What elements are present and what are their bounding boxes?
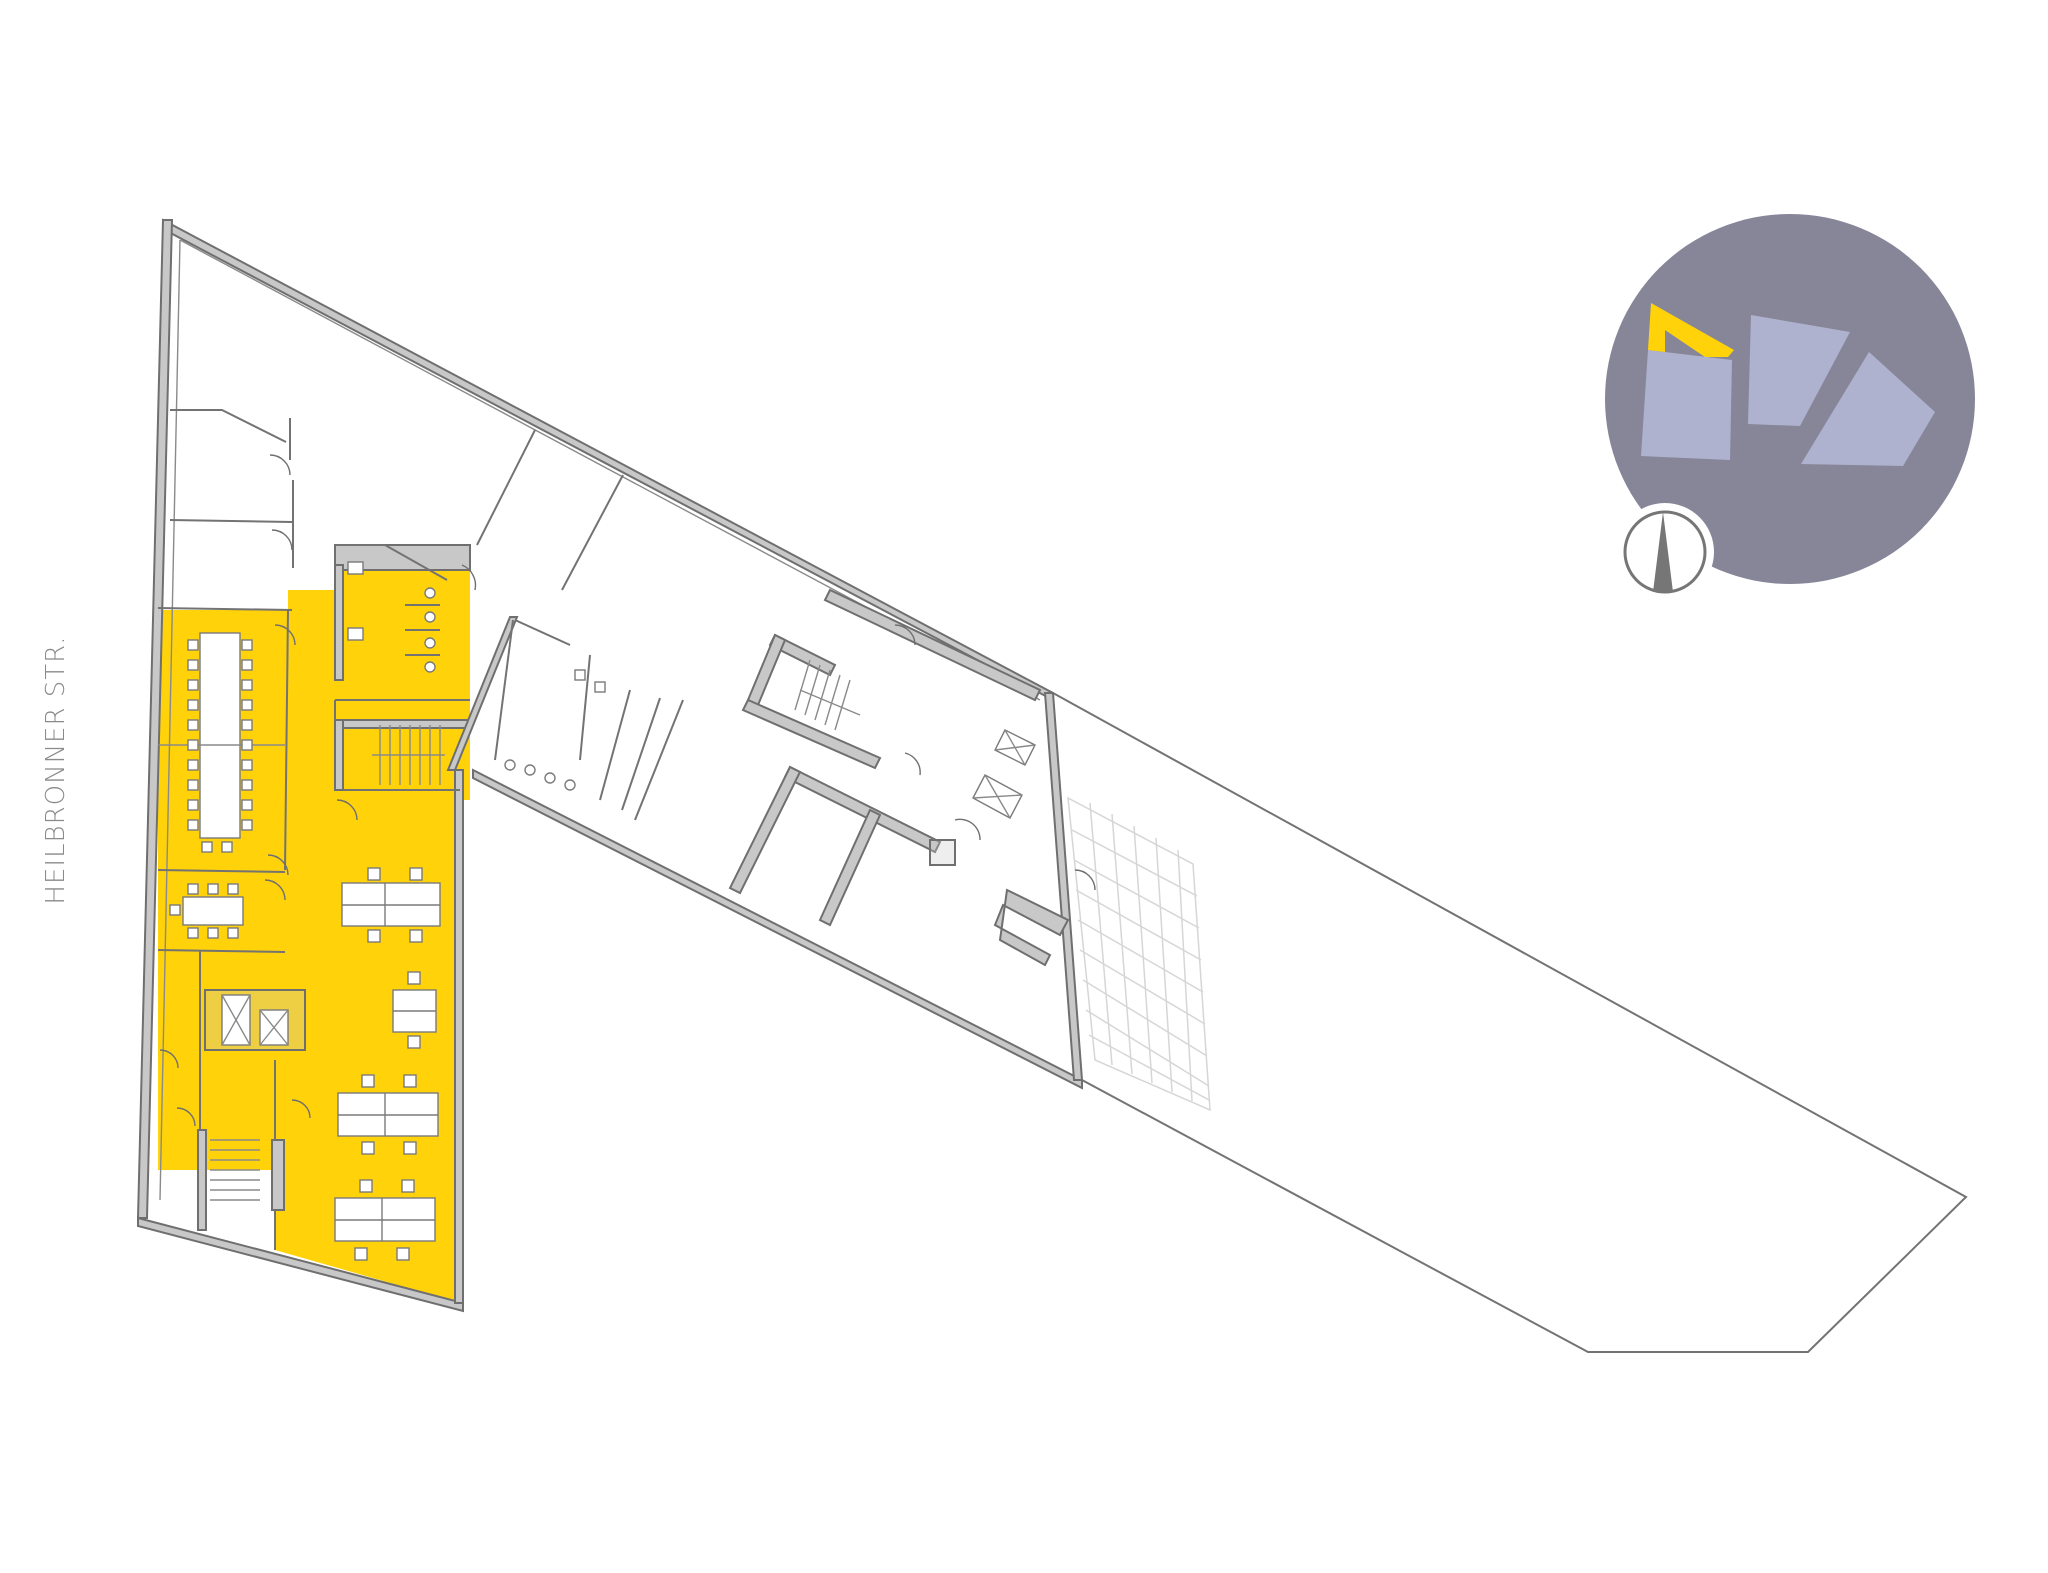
key-plan-block-middle — [1748, 315, 1850, 426]
conference-room-large — [158, 632, 285, 853]
exterior-walls — [136, 218, 1084, 1313]
restroom-core — [334, 544, 471, 681]
elevators-south — [204, 989, 306, 1051]
terrace-grid — [1067, 796, 1211, 1112]
stairwell-north — [334, 719, 471, 791]
doors — [159, 454, 1096, 1127]
stairwell-south — [197, 1129, 285, 1231]
conference-room-small — [169, 883, 244, 939]
chairs — [187, 639, 253, 853]
key-plan-highlight — [1648, 303, 1734, 357]
elevators-east — [972, 729, 1036, 819]
north-arrow-icon — [1653, 512, 1673, 592]
key-plan — [1605, 214, 1975, 584]
street-label: HEILBRONNER STR. — [41, 635, 71, 905]
southeast-rooms — [728, 765, 1070, 967]
key-plan-block-left — [1641, 350, 1732, 460]
open-office-desks — [334, 867, 441, 1261]
east-wing-interior — [446, 429, 684, 821]
compass — [1616, 503, 1714, 601]
site-outline — [1052, 692, 1968, 1353]
stairwell-central — [741, 588, 1042, 770]
key-plan-block-right — [1801, 352, 1935, 466]
